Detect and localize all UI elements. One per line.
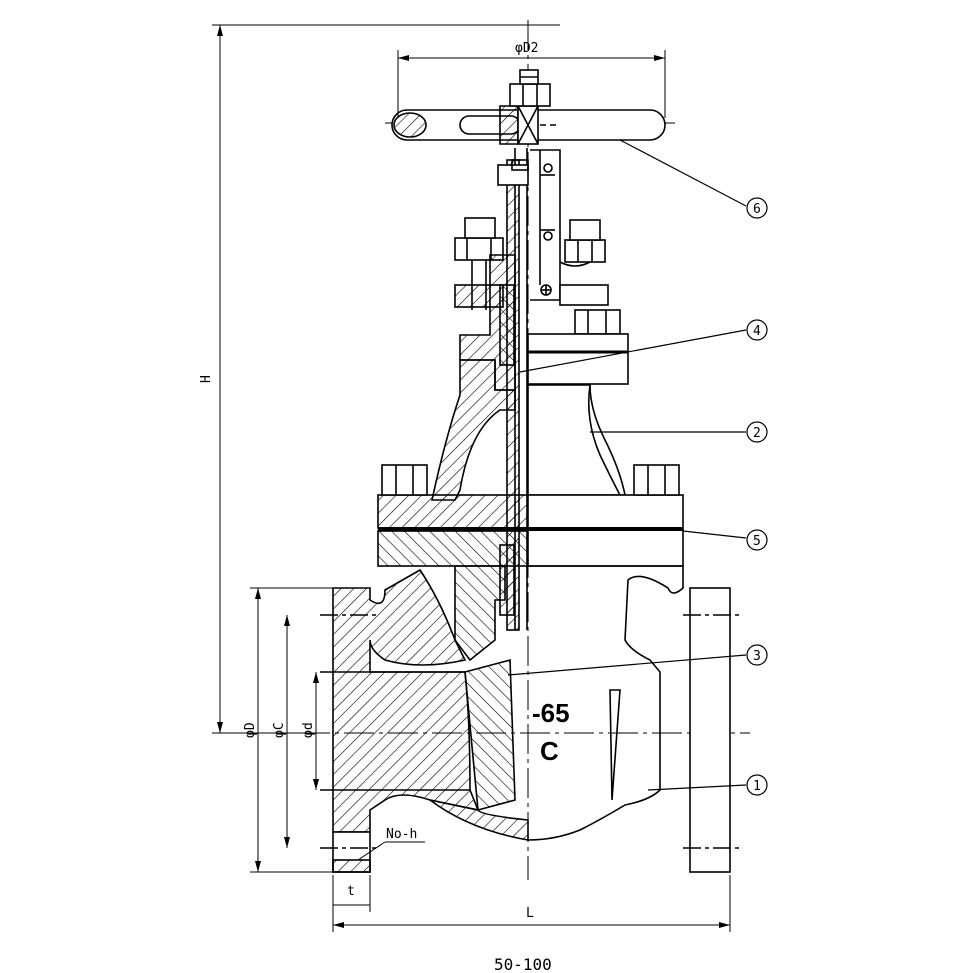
callout-5: 5 xyxy=(753,534,761,549)
dim-c-label: φC xyxy=(272,722,287,738)
dim-l-label: L xyxy=(526,906,534,921)
handwheel xyxy=(391,69,666,145)
valve-body-right xyxy=(527,565,740,873)
valve-body-left xyxy=(332,544,529,841)
callout-2: 2 xyxy=(753,426,761,441)
callout-4: 4 xyxy=(753,324,761,339)
dim-d-label: φD xyxy=(243,722,258,738)
position-indicator xyxy=(497,149,561,301)
dimension-arrows xyxy=(217,25,730,928)
callout-leaders xyxy=(507,139,747,791)
dim-bolts-label: No-h xyxy=(386,827,417,842)
dim-t-label: t xyxy=(347,884,355,899)
body-marking-class: C xyxy=(540,736,559,766)
callout-circles xyxy=(746,197,768,796)
body-marking-pressure: -65 xyxy=(532,698,570,728)
yoke xyxy=(454,217,629,391)
size-range-caption: 50-100 xyxy=(494,955,552,973)
bonnet xyxy=(431,359,626,501)
dim-d2-label: φD2 xyxy=(515,41,538,56)
dim-bore-label: φd xyxy=(301,722,316,738)
callout-3: 3 xyxy=(753,649,761,664)
callout-1: 1 xyxy=(753,779,761,794)
dim-h-label: H xyxy=(199,375,214,383)
dimension-lines xyxy=(212,24,731,932)
callout-6: 6 xyxy=(753,202,761,217)
